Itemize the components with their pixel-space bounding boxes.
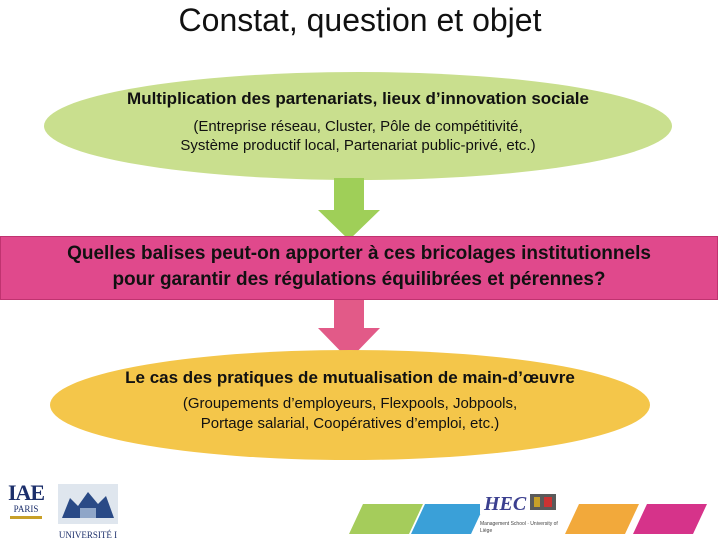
bottom-ellipse-detail-1: (Groupements d’employeurs, Flexpools, Jo… [182,395,518,412]
question-line-1: Quelles balises peut-on apporter à ces b… [67,243,651,264]
top-ellipse-heading: Multiplication des partenariats, lieux d… [127,89,589,108]
question-banner: Quelles balises peut-on apporter à ces b… [0,236,718,300]
question-text: Quelles balises peut-on apporter à ces b… [1,241,717,293]
hec-logo: HEC Management School · University of Li… [480,486,560,534]
green-down-arrow-icon [318,178,380,240]
hec-logo-subtext: Management School · University of Liège [480,521,558,534]
bottom-ellipse: Le cas des pratiques de mutualisation de… [50,350,650,460]
decor-strip-pink [633,504,707,534]
university-emblem-icon [58,484,118,524]
decor-strip-blue [411,504,485,534]
iae-logo: IAE PARIS [4,482,48,536]
top-ellipse: Multiplication des partenariats, lieux d… [44,72,672,180]
bottom-ellipse-heading: Le cas des pratiques de mutualisation de… [125,368,575,387]
footer-logos: IAE PARIS UNIVERSITÉ I HEC Management Sc… [0,478,720,540]
pink-down-arrow-icon [318,296,380,360]
iae-logo-subtext: PARIS [13,504,39,514]
slide-title: Constat, question et objet [178,2,542,38]
question-line-2: pour garantir des régulations équilibrée… [112,269,606,290]
university-logo-text: UNIVERSITÉ I [58,530,118,540]
top-ellipse-detail-2: Système productif local, Partenariat pub… [180,137,536,154]
iae-logo-bar [10,516,42,519]
iae-logo-text: IAE [7,480,45,505]
hec-logo-text: HEC [483,493,527,515]
top-ellipse-detail-1: (Entreprise réseau, Cluster, Pôle de com… [193,118,523,135]
university-logo: UNIVERSITÉ I [58,484,118,540]
hec-logo-mark-icon: HEC [480,490,560,515]
bottom-ellipse-detail-2: Portage salarial, Coopératives d’emploi,… [200,415,500,432]
decor-strip-orange [565,504,639,534]
